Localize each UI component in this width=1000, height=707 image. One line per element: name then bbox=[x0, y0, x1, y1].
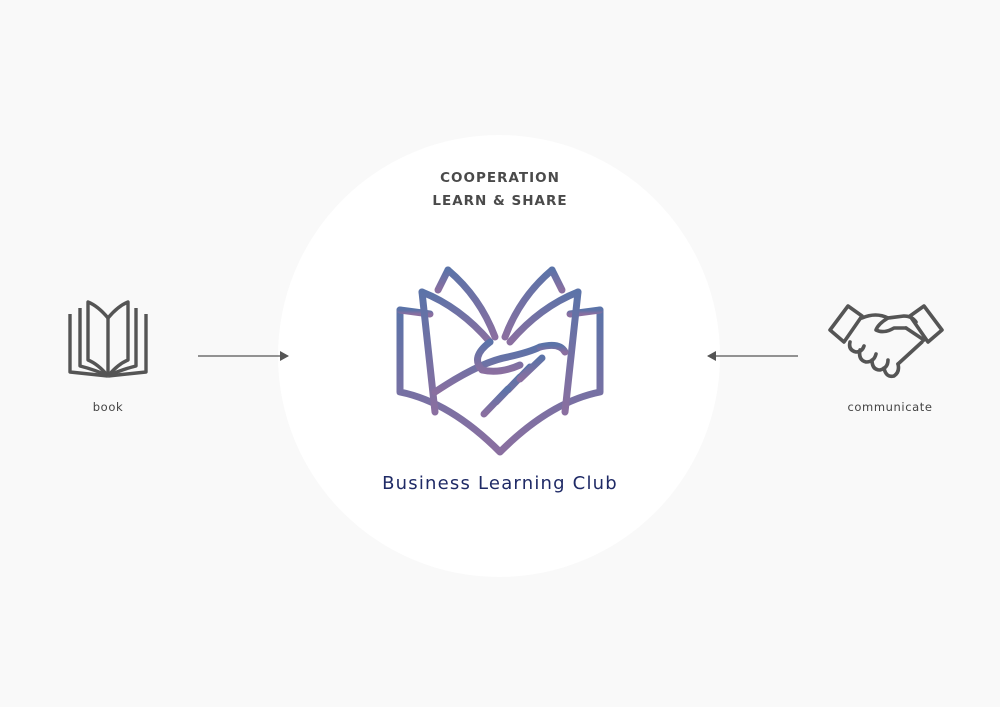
open-book-icon bbox=[68, 300, 148, 378]
book-handshake-logo-icon bbox=[396, 266, 604, 456]
tagline-learn-share: LEARN & SHARE bbox=[432, 193, 568, 209]
communicate-label: communicate bbox=[847, 400, 933, 414]
tagline-cooperation: COOPERATION bbox=[440, 170, 560, 186]
arrow-left-icon bbox=[707, 351, 798, 361]
brand-name: Business Learning Club bbox=[382, 473, 618, 494]
handshake-icon bbox=[828, 304, 944, 379]
arrow-right-icon bbox=[198, 351, 289, 361]
book-label: book bbox=[92, 400, 124, 414]
